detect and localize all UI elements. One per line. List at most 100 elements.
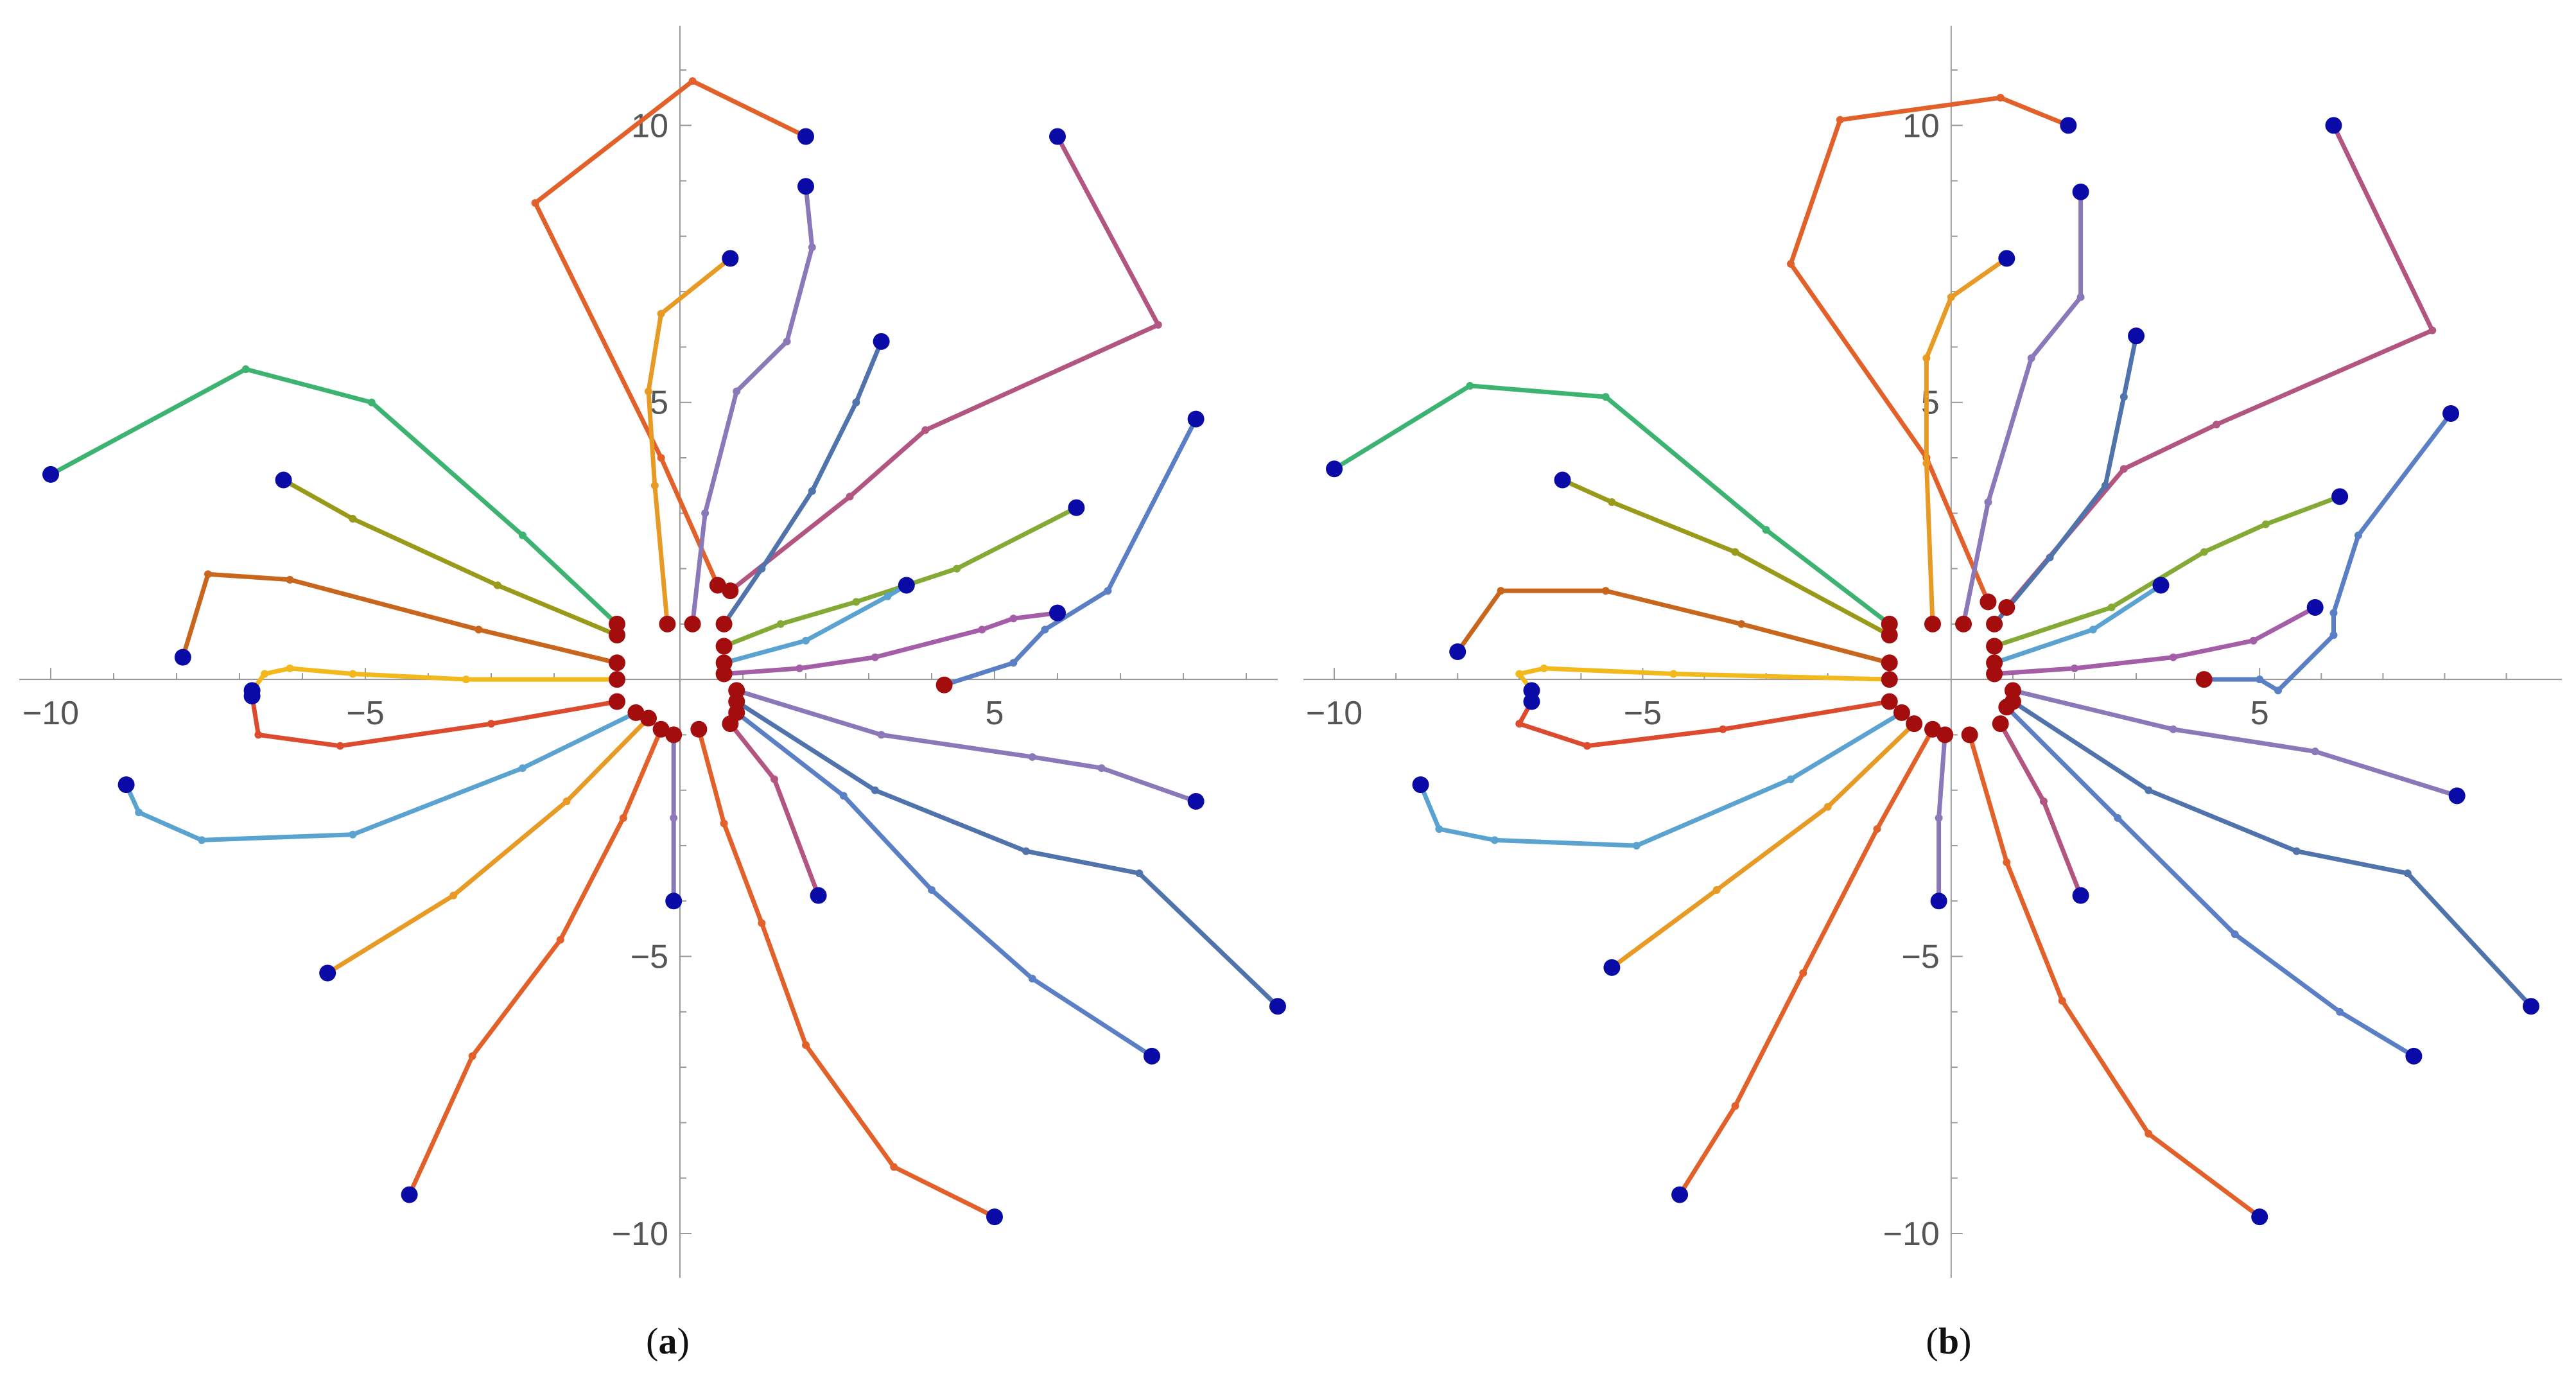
trajectory-sample-point: [1669, 670, 1678, 678]
trajectory-sample-point: [2119, 393, 2128, 401]
trajectory-sample-point: [198, 836, 206, 844]
start-point: [652, 720, 670, 738]
trajectory-line: [48, 367, 620, 627]
trajectory-sample-point: [2058, 997, 2066, 1005]
end-point: [722, 250, 739, 267]
end-point: [1449, 643, 1466, 660]
trajectory-sample-point: [670, 814, 678, 822]
trajectory-line: [1677, 727, 1935, 1198]
trajectory-sample-point: [1540, 664, 1548, 672]
trajectory-sample-point: [2102, 482, 2110, 490]
end-point: [665, 893, 683, 910]
trajectory-sample-point: [2046, 553, 2054, 562]
end-point: [2152, 577, 2170, 594]
trajectory-sample-point: [462, 675, 470, 684]
trajectory-sample-point: [802, 1041, 810, 1049]
trajectory-line: [1992, 605, 2318, 676]
end-point: [1671, 1186, 1689, 1203]
trajectory-sample-point: [619, 814, 627, 822]
trajectory-sample-point: [1836, 116, 1844, 124]
start-point: [684, 615, 701, 632]
end-point: [2072, 887, 2089, 904]
end-point: [2072, 183, 2089, 200]
trajectory-sample-point: [808, 487, 816, 495]
trajectory-line: [722, 611, 1060, 676]
trajectory-line: [325, 716, 651, 975]
end-point: [1554, 471, 1571, 489]
x-tick-label: 5: [986, 695, 1004, 732]
trajectory-sample-point: [204, 570, 212, 579]
trajectory-sample-point: [2261, 520, 2270, 528]
y-tick-label: 5: [650, 385, 668, 422]
x-tick-label: −10: [1306, 695, 1362, 732]
trajectory-sample-point: [808, 243, 816, 252]
trajectory-sample-point: [2311, 747, 2319, 756]
start-point: [1980, 593, 1997, 611]
start-point: [1961, 726, 1978, 744]
start-point: [1986, 665, 2003, 683]
end-point: [2442, 405, 2460, 422]
trajectory-sample-point: [519, 531, 527, 539]
trajectory-sample-point: [1731, 548, 1739, 556]
trajectory-sample-point: [852, 598, 860, 606]
trajectory-sample-point: [871, 653, 879, 661]
trajectory-sample-point: [2212, 421, 2220, 429]
end-point: [2448, 787, 2466, 805]
trajectory-line: [722, 583, 909, 665]
trajectory-sample-point: [286, 575, 294, 584]
trajectory-sample-point: [2070, 664, 2078, 672]
trajectory-line: [533, 78, 808, 588]
trajectory-sample-point: [286, 664, 294, 672]
trajectory-sample-point: [978, 625, 986, 634]
end-point: [898, 577, 915, 594]
trajectory-sample-point: [657, 309, 665, 318]
start-point: [1881, 654, 1898, 672]
end-point: [2331, 488, 2349, 505]
trajectory-sample-point: [2231, 930, 2239, 939]
trajectory-sample-point: [2329, 609, 2338, 617]
trajectory-sample-point: [2107, 603, 2116, 611]
trajectory-sample-point: [135, 808, 143, 817]
trajectory-sample-point: [770, 775, 778, 783]
trajectory-sample-point: [890, 1163, 898, 1171]
trajectory-sample-point: [2292, 847, 2301, 855]
end-point: [1068, 499, 1085, 516]
trajectory-sample-point: [1583, 742, 1591, 750]
trajectory-sample-point: [556, 936, 564, 944]
trajectory-sample-point: [2336, 1007, 2344, 1016]
trajectory-sample-point: [336, 742, 344, 750]
trajectory-sample-point: [1632, 841, 1640, 849]
start-point: [2004, 682, 2021, 699]
start-point: [709, 577, 726, 594]
start-point: [665, 726, 683, 744]
trajectory-line: [1560, 478, 1892, 638]
trajectory-line: [2010, 688, 2460, 798]
trajectory-sample-point: [1490, 836, 1499, 844]
end-point: [1326, 460, 1343, 478]
trajectory-sample-point: [1497, 587, 1505, 595]
trajectory-line: [1788, 95, 2071, 604]
end-point: [1049, 128, 1066, 145]
trajectory-sample-point: [1009, 614, 1018, 623]
trajectory-sample-point: [349, 514, 357, 523]
end-point: [117, 776, 135, 794]
y-tick-label: 5: [1921, 385, 1940, 422]
trajectory-sample-point: [2169, 725, 2177, 733]
x-tick-label: 5: [2250, 695, 2269, 732]
trajectory-line: [1961, 189, 2084, 627]
trajectory-sample-point: [650, 482, 659, 490]
caption-a-label: a: [658, 1320, 677, 1362]
trajectory-sample-point: [1009, 659, 1018, 667]
trajectory-sample-point: [796, 664, 804, 672]
trajectory-sample-point: [1996, 94, 2005, 102]
end-point: [1930, 893, 1947, 910]
start-point: [609, 671, 625, 688]
end-point: [275, 471, 292, 489]
start-point: [627, 704, 645, 721]
start-point: [690, 720, 708, 738]
trajectory-sample-point: [657, 454, 665, 462]
trajectory-sample-point: [645, 387, 652, 396]
trajectory-line: [1418, 710, 1904, 848]
